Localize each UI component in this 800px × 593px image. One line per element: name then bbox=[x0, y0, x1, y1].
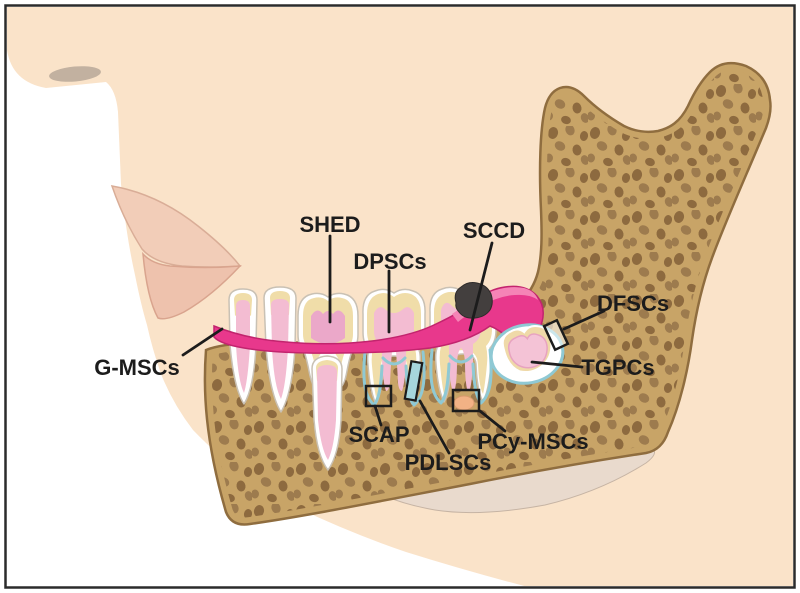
erupting-premolar-tooth bbox=[311, 355, 343, 471]
scap-pointer-line bbox=[373, 404, 383, 427]
scap-marker-box bbox=[364, 384, 393, 408]
pdlscs-pointer-line bbox=[418, 399, 451, 455]
third-molar-germ bbox=[489, 323, 565, 385]
nostril bbox=[49, 66, 101, 82]
pcy-mscs-pointer-line bbox=[478, 409, 507, 433]
label-dfscs: DFSCs bbox=[597, 291, 669, 316]
g-mscs-pointer-line bbox=[181, 327, 224, 357]
label-pcy-mscs: PCy-MSCs bbox=[477, 429, 588, 454]
dfscs-marker-box bbox=[542, 318, 570, 352]
label-tgpcs: TGPCs bbox=[581, 355, 654, 380]
dfscs-pointer-line bbox=[562, 309, 606, 331]
dental-papilla bbox=[507, 333, 548, 369]
mandible-bone bbox=[203, 61, 772, 526]
label-scap: SCAP bbox=[348, 422, 409, 447]
periapical-lesion bbox=[453, 395, 475, 411]
figure-border bbox=[4, 4, 796, 589]
label-dpscs: DPSCs bbox=[353, 249, 426, 274]
labels: SHED DPSCs SCCD DFSCs TGPCs G-MSCs SCAP … bbox=[94, 212, 669, 475]
sccd-pointer-line bbox=[468, 241, 494, 332]
periodontal-ligament-second-molar bbox=[429, 348, 493, 405]
label-pdlscs: PDLSCs bbox=[405, 450, 492, 475]
tgpcs-pointer-line bbox=[530, 360, 584, 369]
label-shed: SHED bbox=[299, 212, 360, 237]
caries-lesion bbox=[454, 282, 493, 319]
lower-lip bbox=[142, 251, 242, 320]
pdlscs-marker-bar bbox=[403, 359, 424, 402]
figure-content: SHED DPSCs SCCD DFSCs TGPCs G-MSCs SCAP … bbox=[7, 7, 793, 586]
label-g-mscs: G-MSCs bbox=[94, 355, 180, 380]
pcy-mscs-marker-box bbox=[451, 388, 481, 413]
pointer-lines bbox=[181, 234, 606, 455]
label-sccd: SCCD bbox=[463, 218, 525, 243]
face-profile-cutout bbox=[7, 50, 525, 586]
